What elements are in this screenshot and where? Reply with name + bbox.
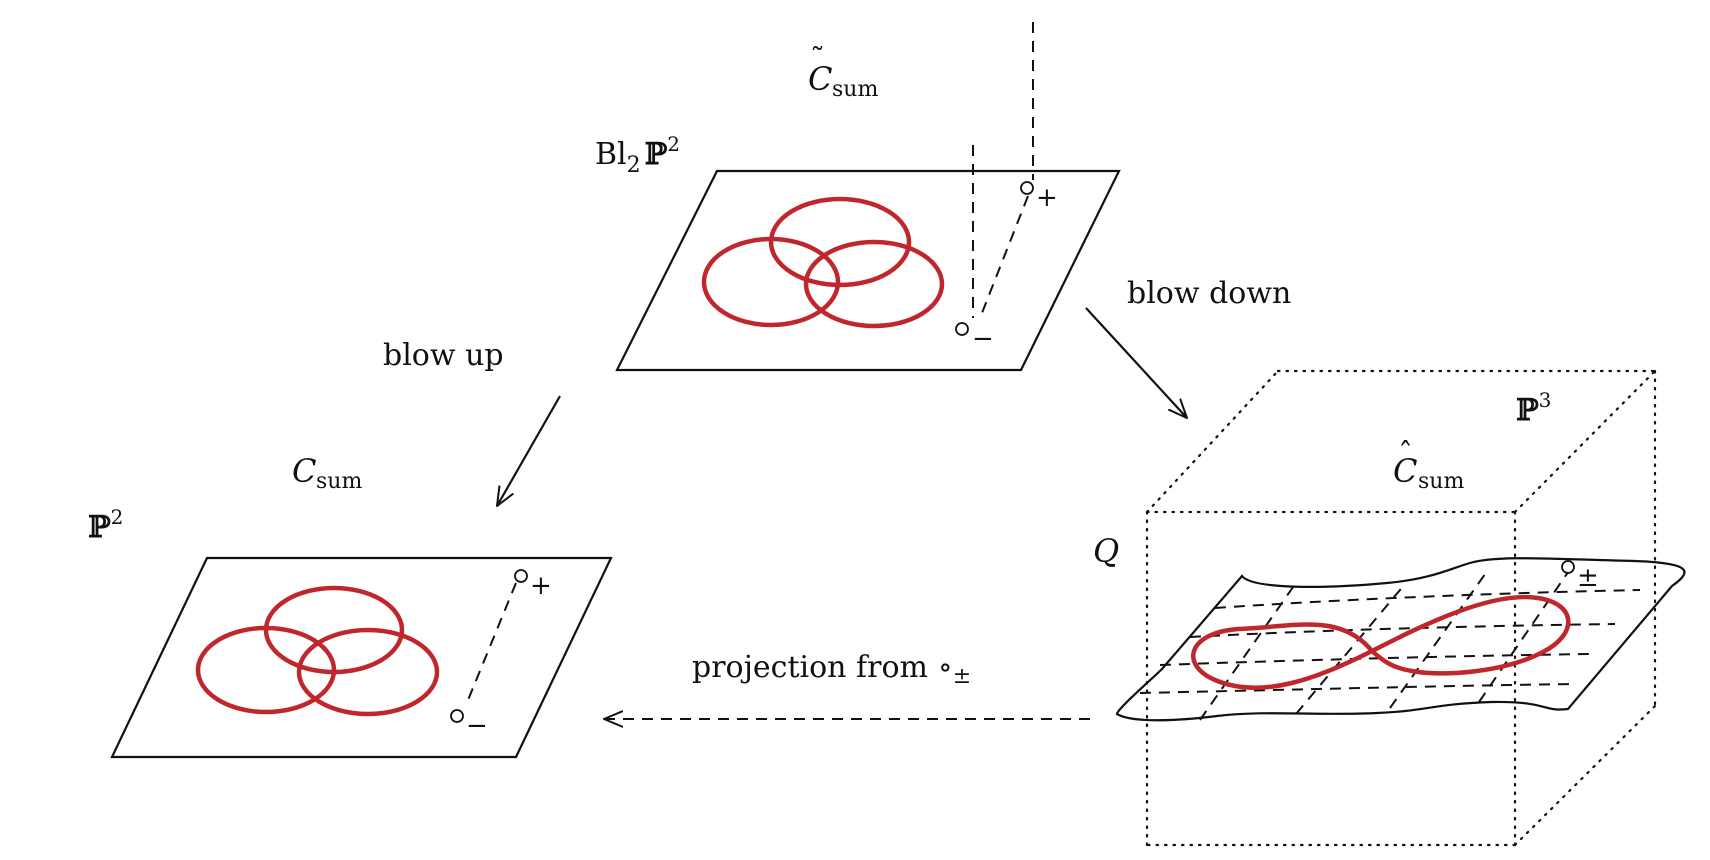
- c-sum-letter: C: [292, 452, 316, 490]
- blowup-plane: [615, 169, 1121, 372]
- c-hat-accent: ˆ: [1398, 437, 1413, 472]
- blow-down-arrow: [1085, 307, 1187, 418]
- c-tilde-sub: sum: [832, 77, 878, 102]
- p2-label: ℙ2: [88, 505, 123, 545]
- projection-label: projection from∘±: [692, 650, 971, 689]
- q-label: Q: [1093, 532, 1119, 570]
- quadric-surface: [1115, 557, 1686, 722]
- p2-dashed-line: [465, 582, 517, 706]
- point-plus-left: [514, 569, 528, 583]
- c-tilde-accent: ˜: [810, 42, 825, 77]
- p2-plane: [110, 556, 613, 759]
- c-tilde-letter: C: [808, 60, 832, 98]
- point-minus-top: [955, 322, 969, 336]
- c-hat-sub: sum: [1418, 469, 1464, 494]
- point-plus-left-label: +: [530, 571, 552, 601]
- blowup-curves: [701, 196, 945, 329]
- p3-box-group: ± ℙ3 C ˆ sum Q: [1093, 369, 1686, 847]
- p2-curves: [195, 585, 440, 717]
- blow-down-label: blow down: [1127, 276, 1291, 311]
- figure-eight-curve: [1191, 594, 1571, 690]
- p3-cube: [1145, 369, 1657, 847]
- blow-up-label: blow up: [383, 338, 504, 373]
- point-minus-left-label: −: [466, 711, 488, 741]
- point-plus-minus-right-label: ±: [1577, 563, 1599, 593]
- point-plus-top: [1020, 181, 1034, 195]
- p2-plane-group: + − ℙ2 C sum: [88, 452, 613, 759]
- c-sum-sub: sum: [316, 469, 362, 494]
- blow-up-arrow: [497, 395, 561, 506]
- point-minus-top-label: −: [972, 324, 994, 354]
- c-hat-letter: C: [1393, 452, 1417, 490]
- p3-label: ℙ3: [1516, 388, 1551, 428]
- quadric-rulings: [1139, 561, 1641, 721]
- point-plus-top-label: +: [1036, 183, 1058, 213]
- point-minus-left: [450, 709, 464, 723]
- blowup-plane-dashed-line: [979, 195, 1029, 319]
- point-plus-minus-right: [1561, 560, 1575, 574]
